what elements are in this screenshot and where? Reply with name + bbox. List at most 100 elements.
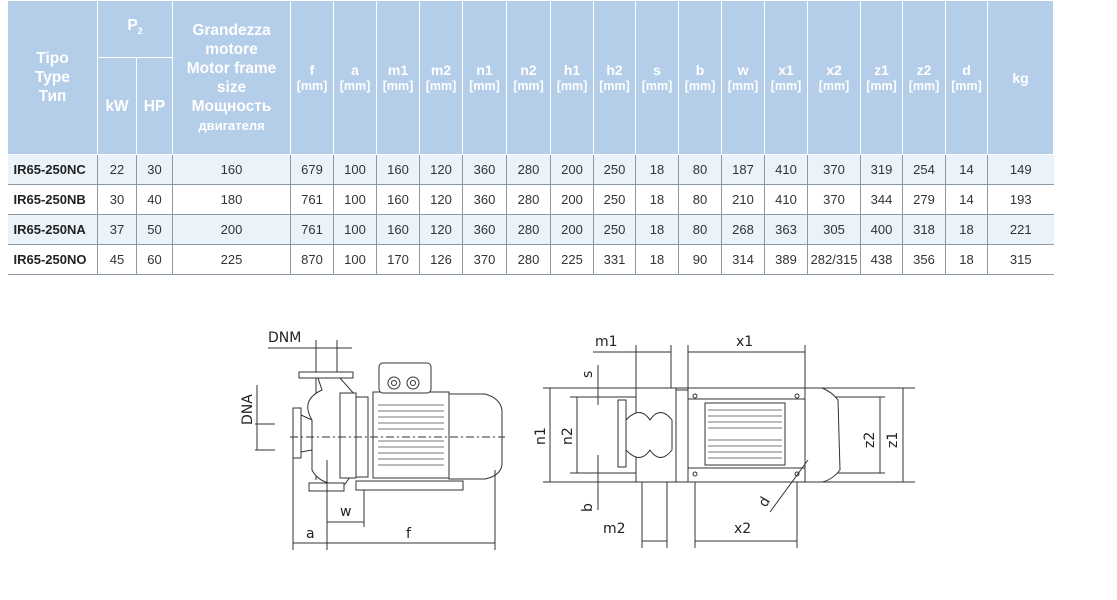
header-x2: x2[mm] [807,0,862,155]
value-cell: 400 [860,214,904,245]
model-cell: IR65-250NA [7,214,98,245]
dim-name: a [351,61,359,78]
dim-name: n1 [476,61,493,78]
value-cell: 761 [290,214,335,245]
header-m1: m1[mm] [376,0,421,155]
value-cell: 280 [506,214,552,245]
label-x2: x2 [734,521,751,537]
dim-name: f [309,61,315,78]
value-cell: 50 [136,214,174,245]
label-m2: m2 [603,521,626,537]
value-cell: 370 [807,154,862,185]
value-cell: 80 [678,184,723,215]
label-m1: m1 [595,334,618,350]
value-cell: 679 [290,154,335,185]
value-cell: 170 [376,244,421,275]
p2-sub: 2 [137,26,143,37]
value-cell: 80 [678,214,723,245]
value-cell: 389 [764,244,809,275]
dim-unit: [mm] [727,78,759,93]
header-w: w[mm] [721,0,766,155]
dim-name: h2 [606,61,623,78]
header-n1: n1[mm] [462,0,508,155]
frame-line: Мощность [191,97,272,115]
header-h2: h2[mm] [593,0,637,155]
value-cell: 120 [419,214,464,245]
header-d: d[mm] [945,0,989,155]
value-cell: 160 [376,154,421,185]
value-cell: 80 [678,154,723,185]
header-z2: z2[mm] [902,0,947,155]
dim-name: m1 [387,61,409,78]
dim-name: w [737,61,749,78]
dim-name: m2 [430,61,452,78]
value-cell: 30 [97,184,137,215]
value-cell: 360 [462,154,508,185]
value-cell: 120 [419,184,464,215]
value-cell: 360 [462,184,508,215]
label-n1: n1 [533,427,549,445]
dimensions-table: Tipo Type Тип P2 Grandezza motore Motor … [7,0,1055,275]
frame-line: Grandezza [192,21,271,39]
dim-unit: [mm] [770,78,802,93]
dim-name: d [962,61,971,78]
label-w: w [340,504,351,520]
frame-line: size [216,78,247,96]
value-cell: 363 [764,214,809,245]
value-cell: 100 [333,184,378,215]
header-s: s[mm] [635,0,680,155]
header-hp: HP [135,57,174,155]
header-z1: z1[mm] [860,0,904,155]
model-cell: IR65-250NO [7,244,98,275]
value-cell: 225 [172,244,292,275]
frame-line: motore [205,40,258,58]
label-a: a [306,526,315,542]
value-cell: 250 [593,184,637,215]
value-cell: 221 [987,214,1054,245]
value-cell: 331 [593,244,637,275]
value-cell: 319 [860,154,904,185]
value-cell: 18 [635,214,680,245]
value-cell: 360 [462,214,508,245]
dim-unit: [mm] [818,78,850,93]
frame-line: двигателя [198,117,265,133]
value-cell: 250 [593,154,637,185]
value-cell: 438 [860,244,904,275]
header-motor-frame: Grandezza motore Motor frame size Мощнос… [172,0,292,155]
value-cell: 318 [902,214,947,245]
value-cell: 315 [987,244,1054,275]
value-cell: 60 [136,244,174,275]
p2-label: P [127,17,138,35]
value-cell: 268 [721,214,766,245]
value-cell: 200 [550,214,595,245]
dim-unit: [mm] [339,78,371,93]
value-cell: 870 [290,244,335,275]
model-cell: IR65-250NB [7,184,98,215]
dim-name: z2 [916,61,932,78]
value-cell: 90 [678,244,723,275]
value-cell: 126 [419,244,464,275]
dim-unit: [mm] [382,78,414,93]
value-cell: 120 [419,154,464,185]
value-cell: 149 [987,154,1054,185]
value-cell: 344 [860,184,904,215]
dim-unit: [mm] [469,78,500,93]
value-cell: 100 [333,214,378,245]
value-cell: 225 [550,244,595,275]
header-type-it: Tipo [36,50,69,67]
value-cell: 100 [333,244,378,275]
header-n2: n2[mm] [506,0,552,155]
dim-name: b [695,61,705,78]
dim-unit: [mm] [513,78,544,93]
value-cell: 30 [136,154,174,185]
value-cell: 356 [902,244,947,275]
dim-unit: [mm] [599,78,630,93]
dim-unit: [mm] [556,78,588,93]
value-cell: 37 [97,214,137,245]
value-cell: 18 [635,184,680,215]
